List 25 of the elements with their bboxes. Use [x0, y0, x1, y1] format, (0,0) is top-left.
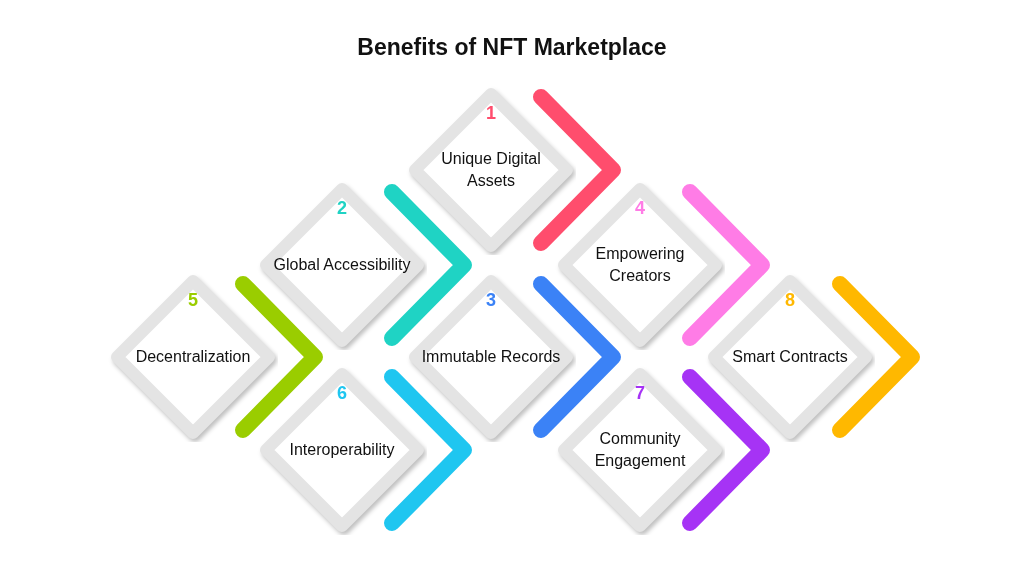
- benefit-label: Global Accessibility: [272, 255, 412, 275]
- diagram-title: Benefits of NFT Marketplace: [356, 34, 668, 61]
- benefit-label: Smart Contracts: [731, 347, 849, 367]
- diamond-card: [705, 272, 875, 442]
- benefit-label: Community Engagement: [593, 429, 687, 471]
- diamond-card: [406, 85, 576, 255]
- diamond-card: [257, 180, 427, 350]
- diamond-card: [555, 365, 725, 535]
- benefit-label: Unique Digital Assets: [440, 149, 542, 191]
- benefit-label: Empowering Creators: [594, 244, 686, 286]
- step-number: 2: [336, 198, 348, 219]
- step-number: 5: [187, 290, 199, 311]
- step-number: 8: [784, 290, 796, 311]
- step-number: 4: [634, 198, 646, 219]
- diamond-card: [108, 272, 278, 442]
- benefit-label: Decentralization: [134, 347, 252, 367]
- diamond-card: [555, 180, 725, 350]
- step-number: 7: [634, 383, 646, 404]
- step-number: 1: [485, 103, 497, 124]
- step-number: 6: [336, 383, 348, 404]
- diamond-card: [257, 365, 427, 535]
- step-number: 3: [485, 290, 497, 311]
- benefit-label: Interoperability: [288, 440, 396, 460]
- benefit-label: Immutable Records: [421, 347, 561, 367]
- diamond-card: [406, 272, 576, 442]
